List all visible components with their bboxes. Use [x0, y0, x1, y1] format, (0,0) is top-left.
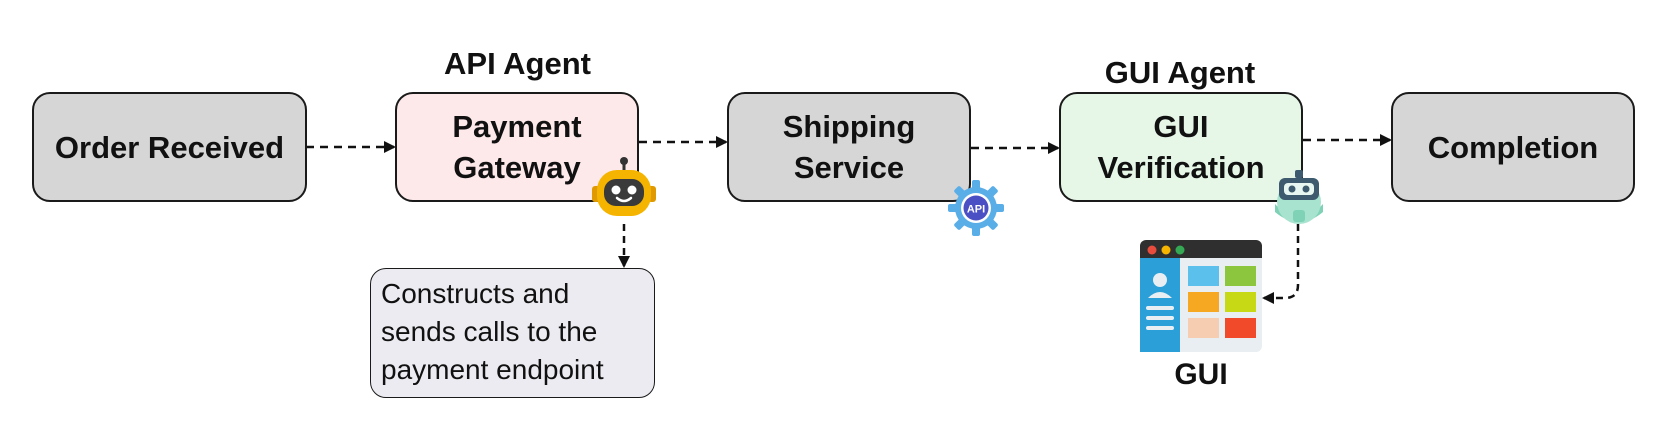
gui-agent-label: GUI Agent: [1104, 55, 1256, 90]
payment-gateway-line-1: Payment: [452, 109, 582, 144]
gui-verification-line-1: GUI: [1153, 109, 1209, 144]
note-line-3: payment endpoint: [381, 354, 604, 385]
gui-verification-box: GUI Verification: [1059, 92, 1303, 202]
gui-verification-line-2: Verification: [1097, 150, 1265, 185]
order-received-label: Order Received: [54, 129, 285, 165]
note-line-1: Constructs and: [381, 278, 570, 309]
payment-gateway-box: Payment Gateway: [395, 92, 639, 202]
api-agent-note: Constructs and sends calls to the paymen…: [370, 268, 655, 398]
gui-window-icon: [1140, 240, 1262, 352]
gui-caption: GUI: [1174, 358, 1228, 391]
shipping-service-box: Shipping Service: [727, 92, 971, 202]
completion-box: Completion: [1391, 92, 1635, 202]
shipping-service-line-2: Service: [793, 150, 905, 185]
arrow-robot-to-gui: [1262, 224, 1300, 304]
completion-label: Completion: [1427, 129, 1599, 165]
api-badge-text: API: [967, 204, 985, 216]
order-received-box: Order Received: [32, 92, 307, 202]
note-line-2: sends calls to the: [381, 316, 598, 347]
payment-gateway-line-2: Gateway: [453, 150, 581, 185]
yellow-robot-icon: [592, 157, 656, 216]
teal-robot-icon: [1275, 170, 1323, 224]
api-gear-icon: API: [948, 180, 1004, 236]
api-agent-label: API Agent: [444, 46, 591, 81]
shipping-service-line-1: Shipping: [782, 109, 916, 144]
